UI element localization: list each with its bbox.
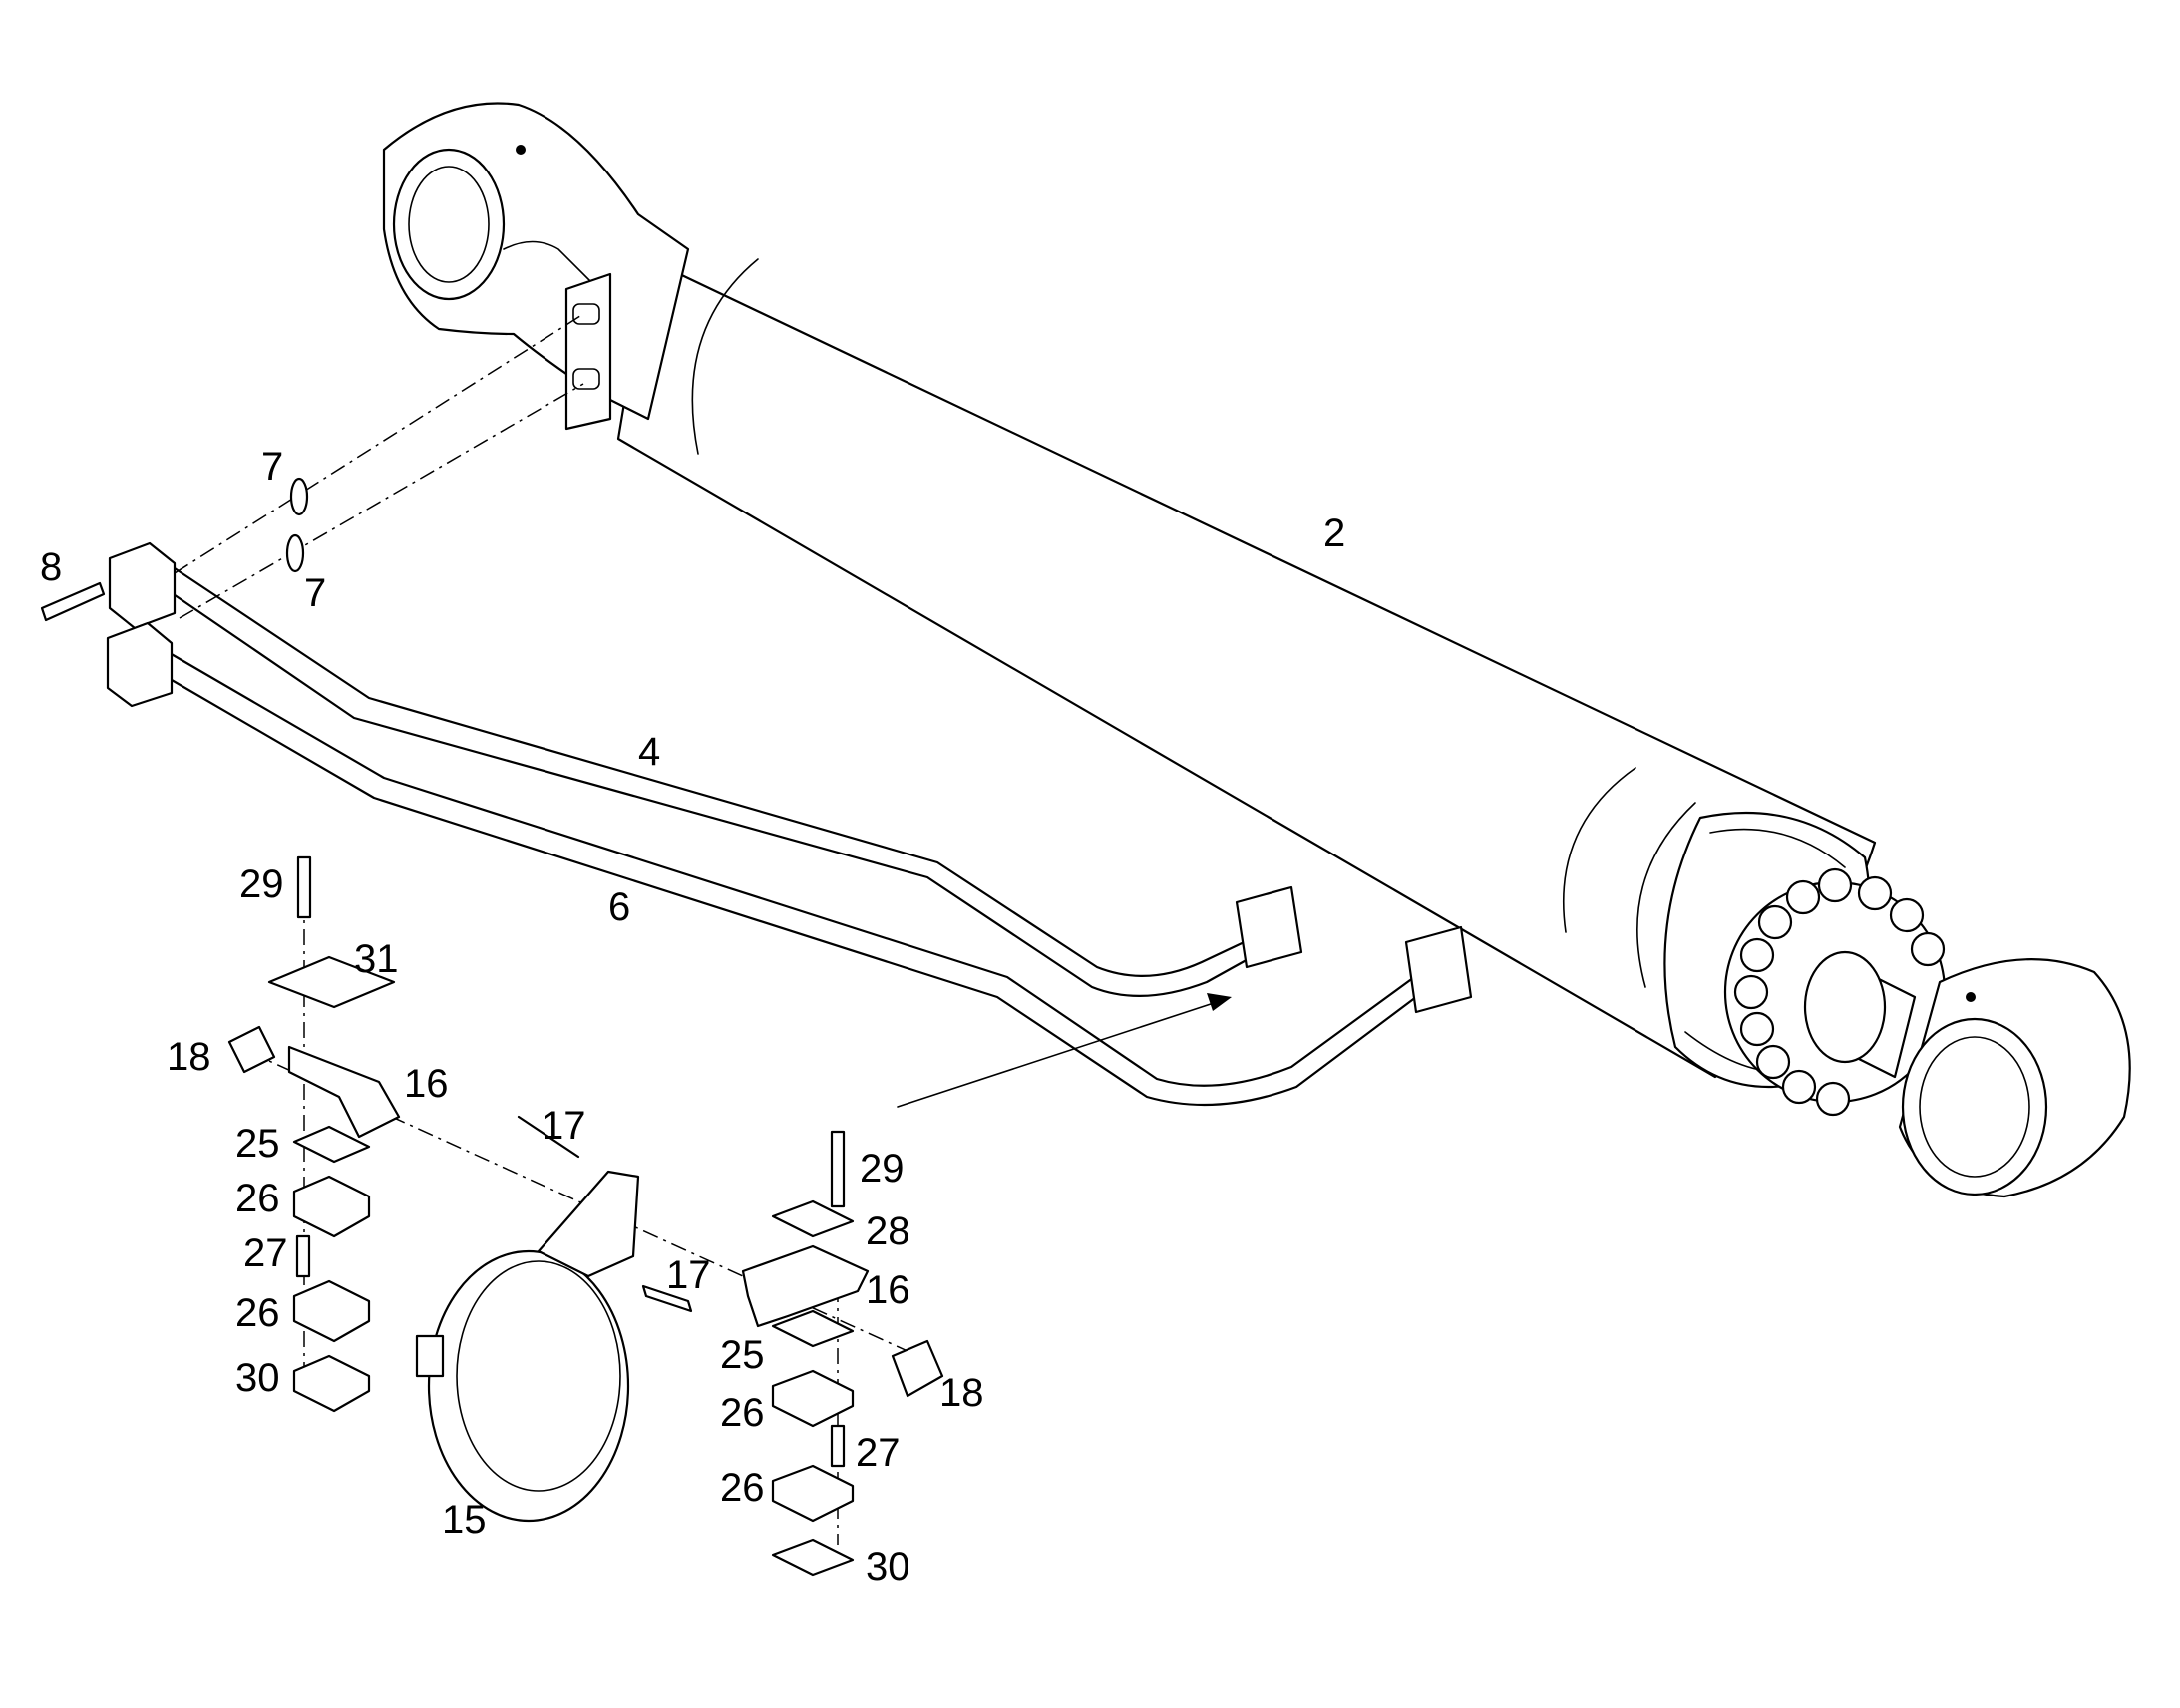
callout-16-right: 16 (866, 1268, 910, 1312)
callout-26-left-upper: 26 (235, 1177, 280, 1220)
callout-17-upper: 17 (542, 1104, 586, 1148)
ring-clamp-15 (415, 1115, 693, 1523)
callout-17-lower: 17 (666, 1253, 711, 1297)
callout-29-right: 29 (860, 1147, 905, 1191)
callout-29-left: 29 (239, 862, 284, 906)
callout-7-upper: 7 (261, 445, 283, 489)
callout-2: 2 (1323, 512, 1345, 555)
detail-arrow (897, 993, 1232, 1108)
callout-18-left: 18 (167, 1035, 211, 1079)
pipe-6 (158, 651, 1473, 1107)
callout-30-left: 30 (235, 1356, 280, 1400)
pipe-end-flanges (106, 541, 177, 708)
callout-27-left: 27 (243, 1231, 288, 1275)
callout-25-right: 25 (720, 1333, 765, 1377)
pipe-4 (163, 566, 1303, 997)
right-clamp-assembly (741, 1130, 944, 1577)
callout-15: 15 (442, 1498, 487, 1541)
callout-8: 8 (40, 545, 62, 589)
callout-18-right: 18 (939, 1371, 984, 1415)
callout-7-lower: 7 (304, 571, 326, 615)
callout-4: 4 (638, 730, 660, 774)
callout-26-right-upper: 26 (720, 1391, 765, 1435)
callout-26-left-lower: 26 (235, 1291, 280, 1335)
callout-30-right: 30 (866, 1545, 910, 1589)
callout-16-left: 16 (404, 1062, 449, 1106)
hydraulic-cylinder (382, 102, 2131, 1198)
callout-6: 6 (608, 885, 630, 929)
callout-25-left: 25 (235, 1122, 280, 1166)
callout-31: 31 (354, 937, 399, 981)
callout-28: 28 (866, 1209, 910, 1253)
left-clamp-assembly (227, 855, 401, 1413)
flange-bolts (1733, 867, 1946, 1117)
callout-27-right: 27 (856, 1431, 901, 1475)
callout-26-right-lower: 26 (720, 1466, 765, 1510)
bolt-8 (40, 581, 106, 622)
